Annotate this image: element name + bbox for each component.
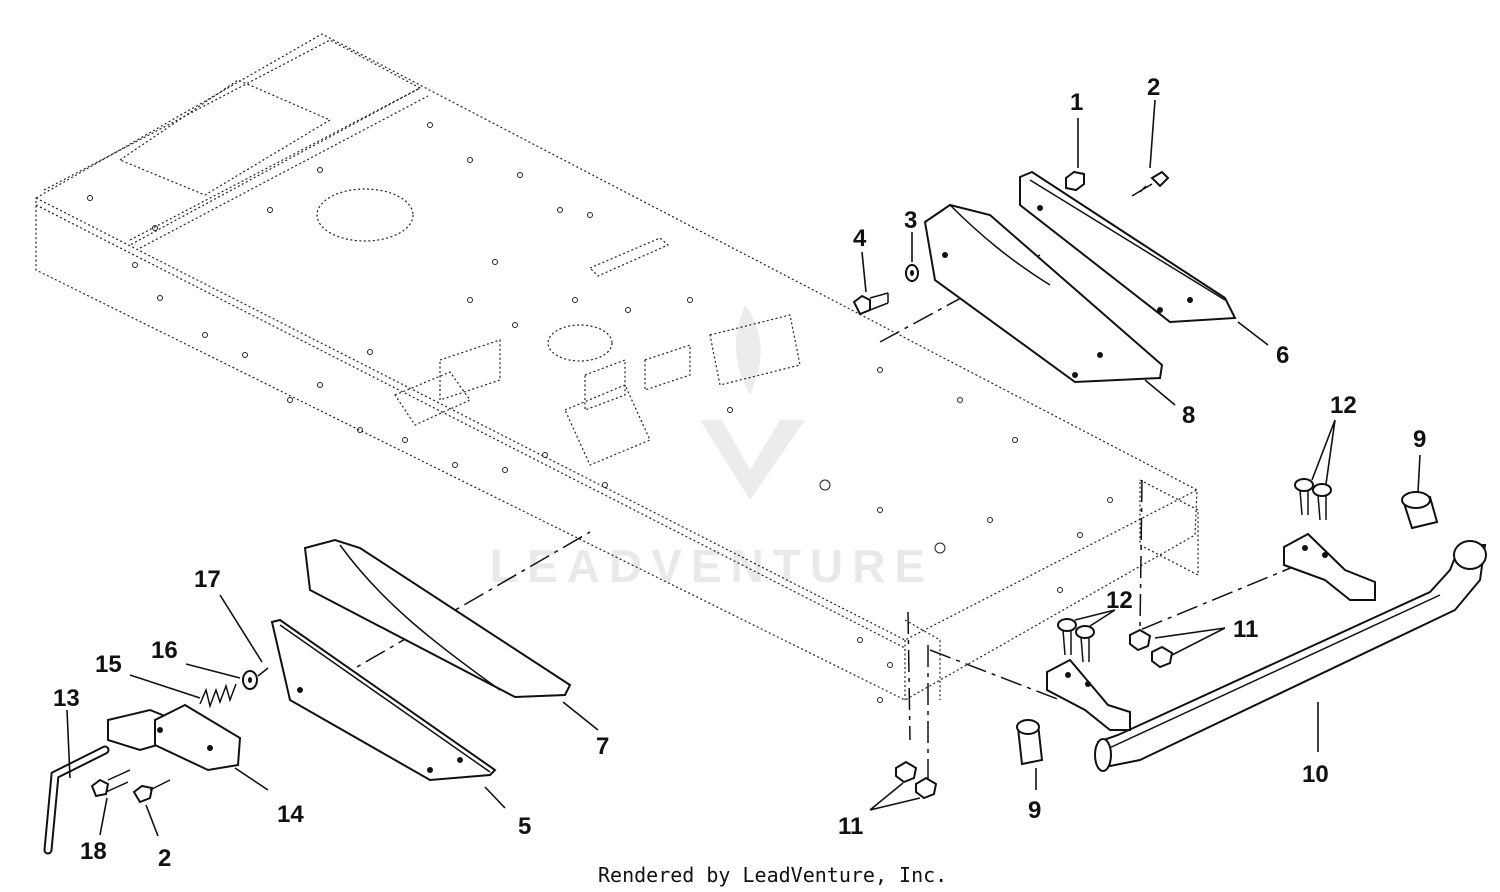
callout-15: 15: [95, 651, 122, 678]
callout-2-top: 2: [1147, 74, 1160, 101]
mower-deck-frame: [35, 33, 1199, 703]
callout-12-right: 12: [1330, 392, 1357, 419]
left-side-cover: [270, 618, 497, 782]
spring-15: [199, 683, 237, 709]
carriage-bolts-12-right: [1294, 478, 1332, 521]
bumper-mount-left: [1046, 658, 1131, 731]
callout-7: 7: [596, 733, 609, 760]
assembly-centerlines: [299, 254, 1311, 780]
callout-5: 5: [518, 813, 531, 840]
callout-8: 8: [1182, 402, 1195, 429]
left-side-shield: [303, 538, 572, 699]
callout-18: 18: [80, 838, 107, 865]
callout-16: 16: [151, 637, 178, 664]
nuts-11-lower: [895, 760, 938, 800]
callout-2-bottom: 2: [158, 845, 171, 872]
watermark-text: LEADVENTURE: [490, 540, 934, 592]
bumper-mount-right: [1283, 532, 1376, 601]
bushing-9-right: [1401, 491, 1439, 530]
callout-13: 13: [53, 685, 80, 712]
right-bolt-2: [1131, 170, 1170, 197]
washer-3: [905, 264, 919, 282]
callout-17: 17: [194, 566, 221, 593]
right-nut-1: [1065, 170, 1085, 192]
callout-4: 4: [853, 225, 867, 252]
lift-rod-13: [43, 745, 110, 855]
nut-2-left: [132, 779, 171, 804]
callout-11-lower: 11: [838, 813, 863, 840]
pto-bracket-14: [107, 703, 242, 772]
nuts-11-upper: [1129, 628, 1174, 669]
carriage-bolts-12-left: [1057, 618, 1095, 663]
bolt-4: [852, 292, 889, 316]
callout-14: 14: [277, 801, 304, 828]
right-side-cover: [1019, 170, 1237, 324]
callout-9-left: 9: [1028, 797, 1041, 824]
callout-3: 3: [904, 207, 917, 234]
callout-9-right: 9: [1413, 426, 1426, 453]
callout-6: 6: [1276, 342, 1289, 369]
bolt-18: [90, 769, 131, 798]
callout-labels: 1 2 3 4 6 8 12 9 12 11 17 16 15 13 7 14 …: [53, 74, 1426, 872]
bushing-9-left: [1016, 719, 1044, 766]
washer-16: [242, 670, 258, 690]
callout-12-left: 12: [1106, 587, 1133, 614]
pin-17: [257, 667, 269, 677]
callout-10: 10: [1302, 761, 1329, 788]
bumper-10: [1094, 540, 1487, 772]
footer-credit: Rendered by LeadVenture, Inc.: [598, 863, 947, 887]
callout-11-upper: 11: [1233, 616, 1258, 643]
right-side-shield: [923, 203, 1164, 384]
watermark-logo: LEADVENTURE: [490, 305, 934, 592]
leader-lines: [66, 99, 1421, 837]
callout-1: 1: [1070, 89, 1083, 116]
